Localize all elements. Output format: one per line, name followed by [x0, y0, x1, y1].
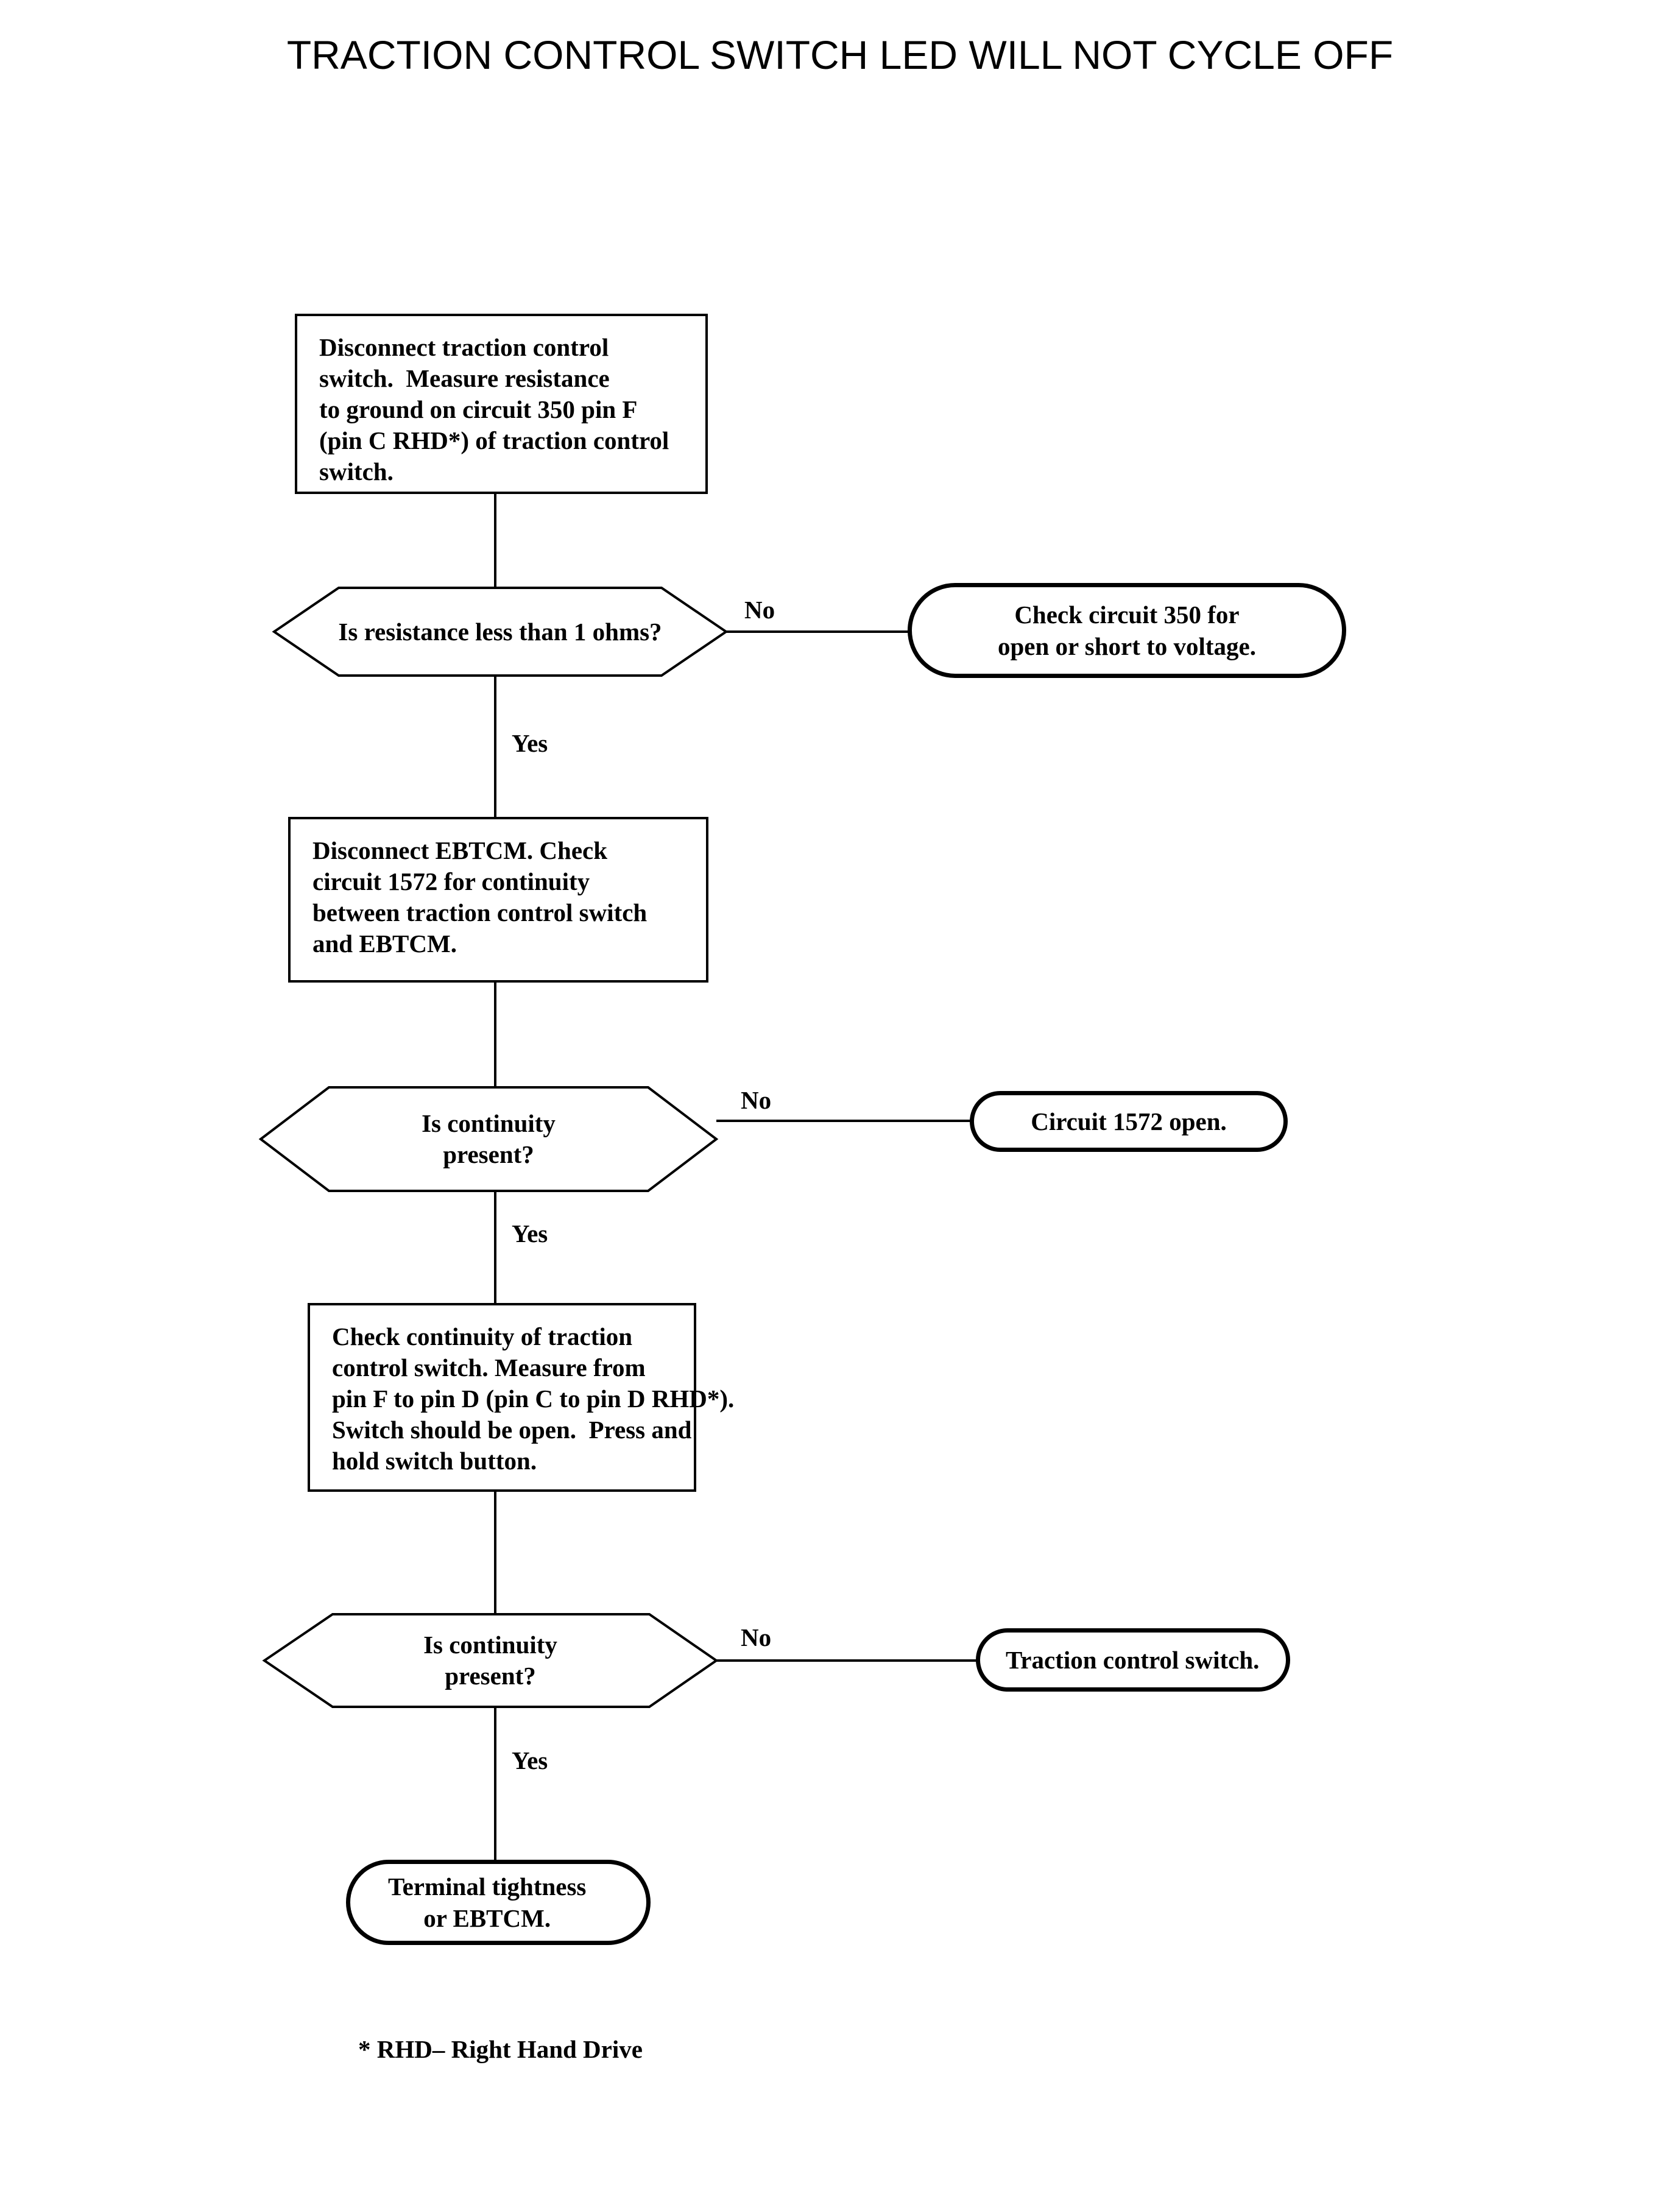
edge-label-yes-3: Yes — [512, 1746, 548, 1774]
terminal-result4-text: Terminal tightness or EBTCM. — [388, 1873, 587, 1932]
terminal-result1: Check circuit 350 for open or short to v… — [908, 583, 1346, 678]
footnote-rhd: * RHD– Right Hand Drive — [358, 2035, 643, 2063]
terminal-result2: Circuit 1572 open. — [970, 1091, 1288, 1152]
decision-hex-2-text: Is continuity present? — [422, 1109, 556, 1168]
process-box-step1-text: Disconnect traction control switch. Meas… — [319, 333, 669, 485]
edge-label-yes-2: Yes — [512, 1220, 548, 1248]
edge-label-yes-1: Yes — [512, 729, 548, 757]
connector-decision1-yes — [494, 676, 496, 817]
terminal-result4: Terminal tightness or EBTCM. — [346, 1860, 651, 1945]
terminal-result3: Traction control switch. — [976, 1628, 1290, 1692]
process-box-step3-text: Check continuity of traction control swi… — [332, 1322, 735, 1475]
decision-hex-2: Is continuity present? — [258, 1086, 719, 1192]
edge-label-no-2: No — [741, 1086, 772, 1114]
decision-hex-1: Is resistance less than 1 ohms? — [272, 587, 729, 677]
decision-hex-3: Is continuity present? — [262, 1613, 719, 1708]
process-box-step2: Disconnect EBTCM. Check circuit 1572 for… — [288, 817, 708, 983]
page-title: TRACTION CONTROL SWITCH LED WILL NOT CYC… — [286, 32, 1394, 77]
connector-decision1-no — [726, 630, 909, 633]
decision-hex-2-shape — [258, 1086, 719, 1192]
edge-label-no-3: No — [741, 1623, 772, 1651]
connector-decision3-no — [716, 1659, 978, 1662]
process-box-step3: Check continuity of traction control swi… — [308, 1303, 734, 1492]
connector-step1-to-decision1 — [494, 494, 496, 588]
terminal-result2-text: Circuit 1572 open. — [1031, 1107, 1227, 1135]
decision-hex-1-text: Is resistance less than 1 ohms? — [338, 617, 662, 646]
connector-step3-to-decision3 — [494, 1492, 496, 1615]
terminal-result3-text: Traction control switch. — [1006, 1646, 1260, 1674]
terminal-result1-text: Check circuit 350 for open or short to v… — [997, 601, 1256, 660]
connector-decision3-yes — [494, 1707, 496, 1864]
connector-decision2-yes — [494, 1191, 496, 1304]
edge-label-no-1: No — [744, 596, 775, 624]
connector-step2-to-decision2 — [494, 983, 496, 1087]
process-box-step1: Disconnect traction control switch. Meas… — [295, 314, 708, 494]
connector-decision2-no — [716, 1120, 972, 1122]
process-box-step2-text: Disconnect EBTCM. Check circuit 1572 for… — [312, 836, 648, 958]
decision-hex-3-text: Is continuity present? — [423, 1631, 557, 1690]
